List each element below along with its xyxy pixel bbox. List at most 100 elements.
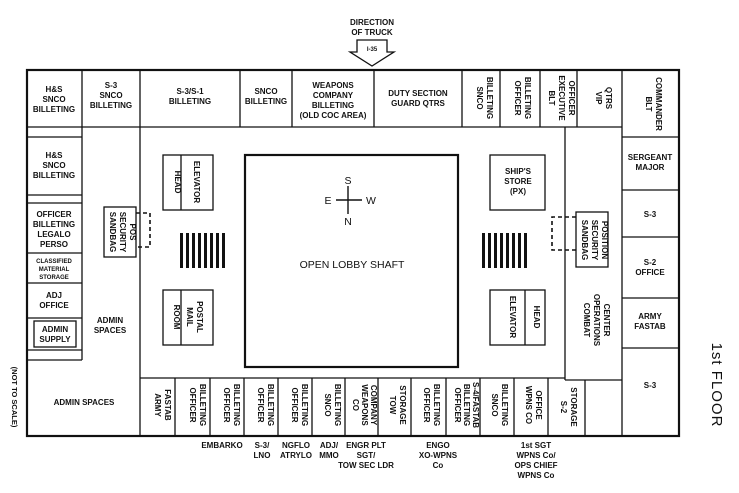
svg-text:H&S: H&S	[46, 151, 64, 160]
svg-text:ADJ/: ADJ/	[320, 441, 339, 450]
room-adj-office: ADJ OFFICE	[39, 291, 69, 310]
svg-text:BILLETING: BILLETING	[523, 77, 532, 119]
svg-text:BILLETING: BILLETING	[90, 101, 132, 110]
svg-text:WPNS CO: WPNS CO	[524, 386, 533, 424]
svg-text:SPACES: SPACES	[94, 326, 127, 335]
svg-text:SANDBAG: SANDBAG	[580, 220, 589, 260]
svg-text:XO-WPNS: XO-WPNS	[419, 451, 458, 460]
floor-label: 1st FLOOR	[708, 343, 725, 428]
head-left-label: HEAD	[173, 171, 182, 194]
svg-text:S-4/FASTAB: S-4/FASTAB	[471, 382, 480, 428]
svg-text:WPNS Co/: WPNS Co/	[516, 451, 556, 460]
direction-label-line1: DIRECTION	[350, 18, 394, 27]
svg-text:COMMANDER: COMMANDER	[654, 77, 663, 131]
svg-text:S-3/S-1: S-3/S-1	[176, 87, 204, 96]
room-officer-billeting-legalo: OFFICER BILLETING LEGALO PERSO	[33, 210, 75, 249]
svg-text:SHIP'S: SHIP'S	[505, 167, 532, 176]
svg-text:Co: Co	[433, 461, 444, 470]
svg-text:(OLD COC AREA): (OLD COC AREA)	[300, 111, 367, 120]
svg-text:BILLETING: BILLETING	[500, 384, 509, 426]
svg-text:STORE: STORE	[504, 177, 532, 186]
svg-text:ADMIN: ADMIN	[42, 325, 68, 334]
svg-text:WEAPONS: WEAPONS	[312, 81, 354, 90]
svg-text:ADMIN: ADMIN	[97, 316, 123, 325]
svg-text:OFFICER: OFFICER	[290, 387, 299, 422]
room-blt-commander: BLT COMMANDER	[644, 77, 663, 131]
bottom-note-1st-sgt: 1st SGT WPNS Co/ OPS CHIEF WPNS Co	[514, 441, 557, 480]
svg-text:SNCO: SNCO	[323, 393, 332, 416]
svg-text:STORAGE: STORAGE	[569, 387, 578, 427]
svg-text:WEAPONS: WEAPONS	[360, 384, 369, 426]
direction-of-truck: DIRECTION OF TRUCK I-35	[347, 18, 397, 67]
svg-text:OFFICER: OFFICER	[256, 387, 265, 422]
room-weapons-company-billeting: WEAPONS COMPANY BILLETING (OLD COC AREA)	[300, 81, 367, 120]
bottom-room-officer-s4-fastab: OFFICER BILLETING S-4/FASTAB	[453, 382, 480, 428]
sandbag-security-position-right: SANDBAG SECURITY POSITION	[551, 211, 609, 268]
svg-text:VIP: VIP	[594, 92, 603, 106]
svg-text:FASTAB: FASTAB	[163, 389, 172, 421]
bottom-room-wpns-co-office: WPNS CO OFFICE	[524, 386, 543, 424]
svg-text:BILLETING: BILLETING	[432, 384, 441, 426]
left-room-walls	[27, 127, 141, 378]
svg-text:COMPANY: COMPANY	[313, 91, 354, 100]
svg-text:POS: POS	[128, 224, 137, 242]
svg-text:CENTER: CENTER	[602, 304, 611, 337]
bottom-note-s3-lno: S-3/ LNO	[254, 441, 271, 460]
svg-text:BILLETING: BILLETING	[266, 384, 275, 426]
svg-text:SGT/: SGT/	[357, 451, 376, 460]
svg-text:BILLETING: BILLETING	[198, 384, 207, 426]
svg-text:BILLETING: BILLETING	[485, 77, 494, 119]
room-s3-right: S-3	[644, 210, 657, 219]
room-admin-supply: ADMIN SUPPLY	[33, 320, 77, 348]
svg-text:TOW SEC LDR: TOW SEC LDR	[338, 461, 394, 470]
svg-text:BILLETING: BILLETING	[232, 384, 241, 426]
ships-store: SHIP'S STORE (PX)	[489, 154, 546, 211]
svg-text:SNCO: SNCO	[42, 95, 65, 104]
room-s3-s1-billeting: S-3/S-1 BILLETING	[169, 87, 211, 106]
compass-e: E	[324, 195, 331, 207]
stairs-right-icon	[482, 233, 527, 268]
open-lobby-shaft	[243, 153, 460, 369]
svg-text:MAIL: MAIL	[185, 307, 194, 327]
svg-text:S-3: S-3	[105, 81, 118, 90]
compass-w: W	[366, 195, 376, 207]
svg-text:BILLETING: BILLETING	[300, 384, 309, 426]
postal-mail-room: ROOM MAIL POSTAL	[162, 289, 214, 346]
bottom-note-engr-plt: ENGR PLT SGT/ TOW SEC LDR	[338, 441, 394, 470]
svg-text:TOW: TOW	[388, 396, 397, 415]
svg-text:MAJOR: MAJOR	[636, 163, 665, 172]
elevator-left-label: ELEVATOR	[192, 161, 201, 203]
bottom-room-officer-1: OFFICER BILLETING	[188, 384, 207, 426]
arrow-tag: I-35	[367, 47, 378, 53]
room-hs-snco-billeting-top: H&S SNCO BILLETING	[33, 85, 75, 114]
not-to-scale-note: (NOT TO SCALE)	[10, 367, 19, 428]
svg-text:BILLETING: BILLETING	[312, 101, 354, 110]
bottom-note-ngflo-atrylo: NGFLO ATRYLO	[280, 441, 312, 460]
room-admin-spaces-bottom: ADMIN SPACES	[54, 398, 115, 407]
svg-text:SUPPLY: SUPPLY	[39, 335, 71, 344]
svg-text:BLT: BLT	[547, 91, 556, 106]
right-core-lower: ELEVATOR HEAD	[489, 289, 546, 346]
room-admin-spaces-inner: ADMIN SPACES	[94, 316, 127, 335]
sandbag-security-pos-left: SANDBAG SECURITY POS	[103, 206, 151, 258]
bottom-room-snco-2: SNCO BILLETING	[490, 384, 509, 426]
compass-icon: S N E W	[324, 175, 376, 228]
bottom-room-officer-3: OFFICER BILLETING	[256, 384, 275, 426]
svg-text:OFFICER: OFFICER	[188, 387, 197, 422]
svg-text:OFFICE: OFFICE	[534, 390, 543, 420]
svg-text:DUTY SECTION: DUTY SECTION	[388, 89, 448, 98]
svg-text:BILLETING: BILLETING	[33, 171, 75, 180]
svg-text:ARMY: ARMY	[638, 312, 662, 321]
svg-text:BILLETING: BILLETING	[33, 105, 75, 114]
left-core-upper: HEAD ELEVATOR	[162, 154, 214, 211]
svg-text:SECURITY: SECURITY	[118, 212, 127, 253]
svg-text:ATRYLO: ATRYLO	[280, 451, 312, 460]
svg-text:FASTAB: FASTAB	[634, 322, 666, 331]
svg-text:EXECUTIVE: EXECUTIVE	[557, 75, 566, 121]
svg-text:SERGEANT: SERGEANT	[628, 153, 673, 162]
svg-text:MATERIAL: MATERIAL	[39, 267, 70, 273]
svg-text:SNCO: SNCO	[475, 86, 484, 109]
top-room-walls	[27, 70, 623, 137]
svg-text:BILLETING: BILLETING	[169, 97, 211, 106]
svg-text:SNCO: SNCO	[490, 393, 499, 416]
